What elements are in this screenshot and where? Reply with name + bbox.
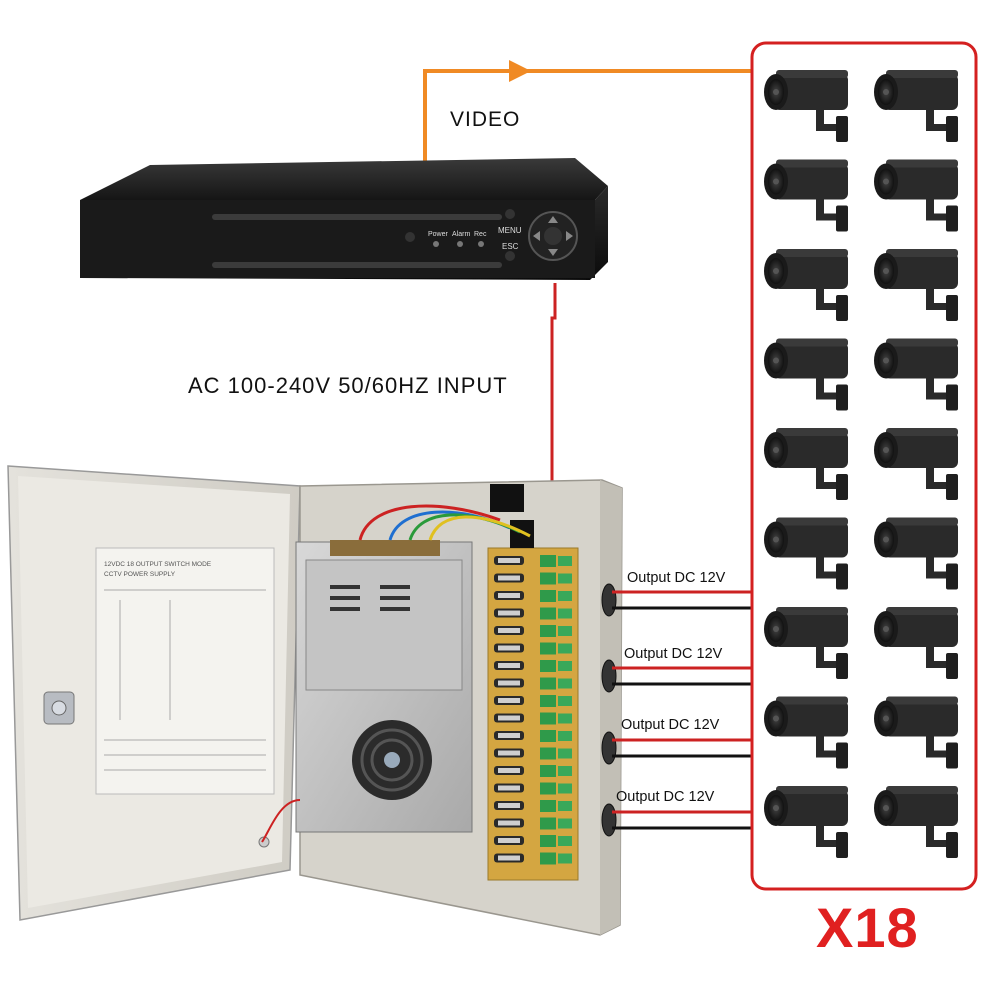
output-knockout-hole xyxy=(602,732,616,764)
power-box-body xyxy=(262,480,622,935)
door-lock-icon xyxy=(44,692,74,724)
psu-terminal-strip xyxy=(330,540,440,556)
output-label-3: Output DC 12V xyxy=(621,717,719,733)
power-switch-icon xyxy=(490,484,524,512)
dvr-recorder xyxy=(80,158,608,280)
output-wire-pair xyxy=(612,812,752,828)
output-knockout-hole xyxy=(602,660,616,692)
wiring-sticker xyxy=(96,548,274,794)
output-label-2: Output DC 12V xyxy=(624,646,722,662)
video-label: VIDEO xyxy=(450,108,520,132)
cooling-fan-icon xyxy=(352,720,432,800)
video-arrow-icon xyxy=(509,60,531,82)
output-knockout-hole xyxy=(602,584,616,616)
camera-count-label: X18 xyxy=(816,895,919,960)
output-wire-pair xyxy=(612,592,752,608)
ir-sensor-icon xyxy=(405,232,415,242)
output-label-1: Output DC 12V xyxy=(627,570,725,586)
ac-input-label: AC 100-240V 50/60HZ INPUT xyxy=(188,373,508,399)
menu-button-icon xyxy=(505,209,515,219)
output-wire-pair xyxy=(612,740,752,756)
output-label-4: Output DC 12V xyxy=(616,789,714,805)
output-knockout-hole xyxy=(602,804,616,836)
power-box-door xyxy=(8,466,300,920)
esc-button-icon xyxy=(505,251,515,261)
output-wire-pair xyxy=(612,668,752,684)
